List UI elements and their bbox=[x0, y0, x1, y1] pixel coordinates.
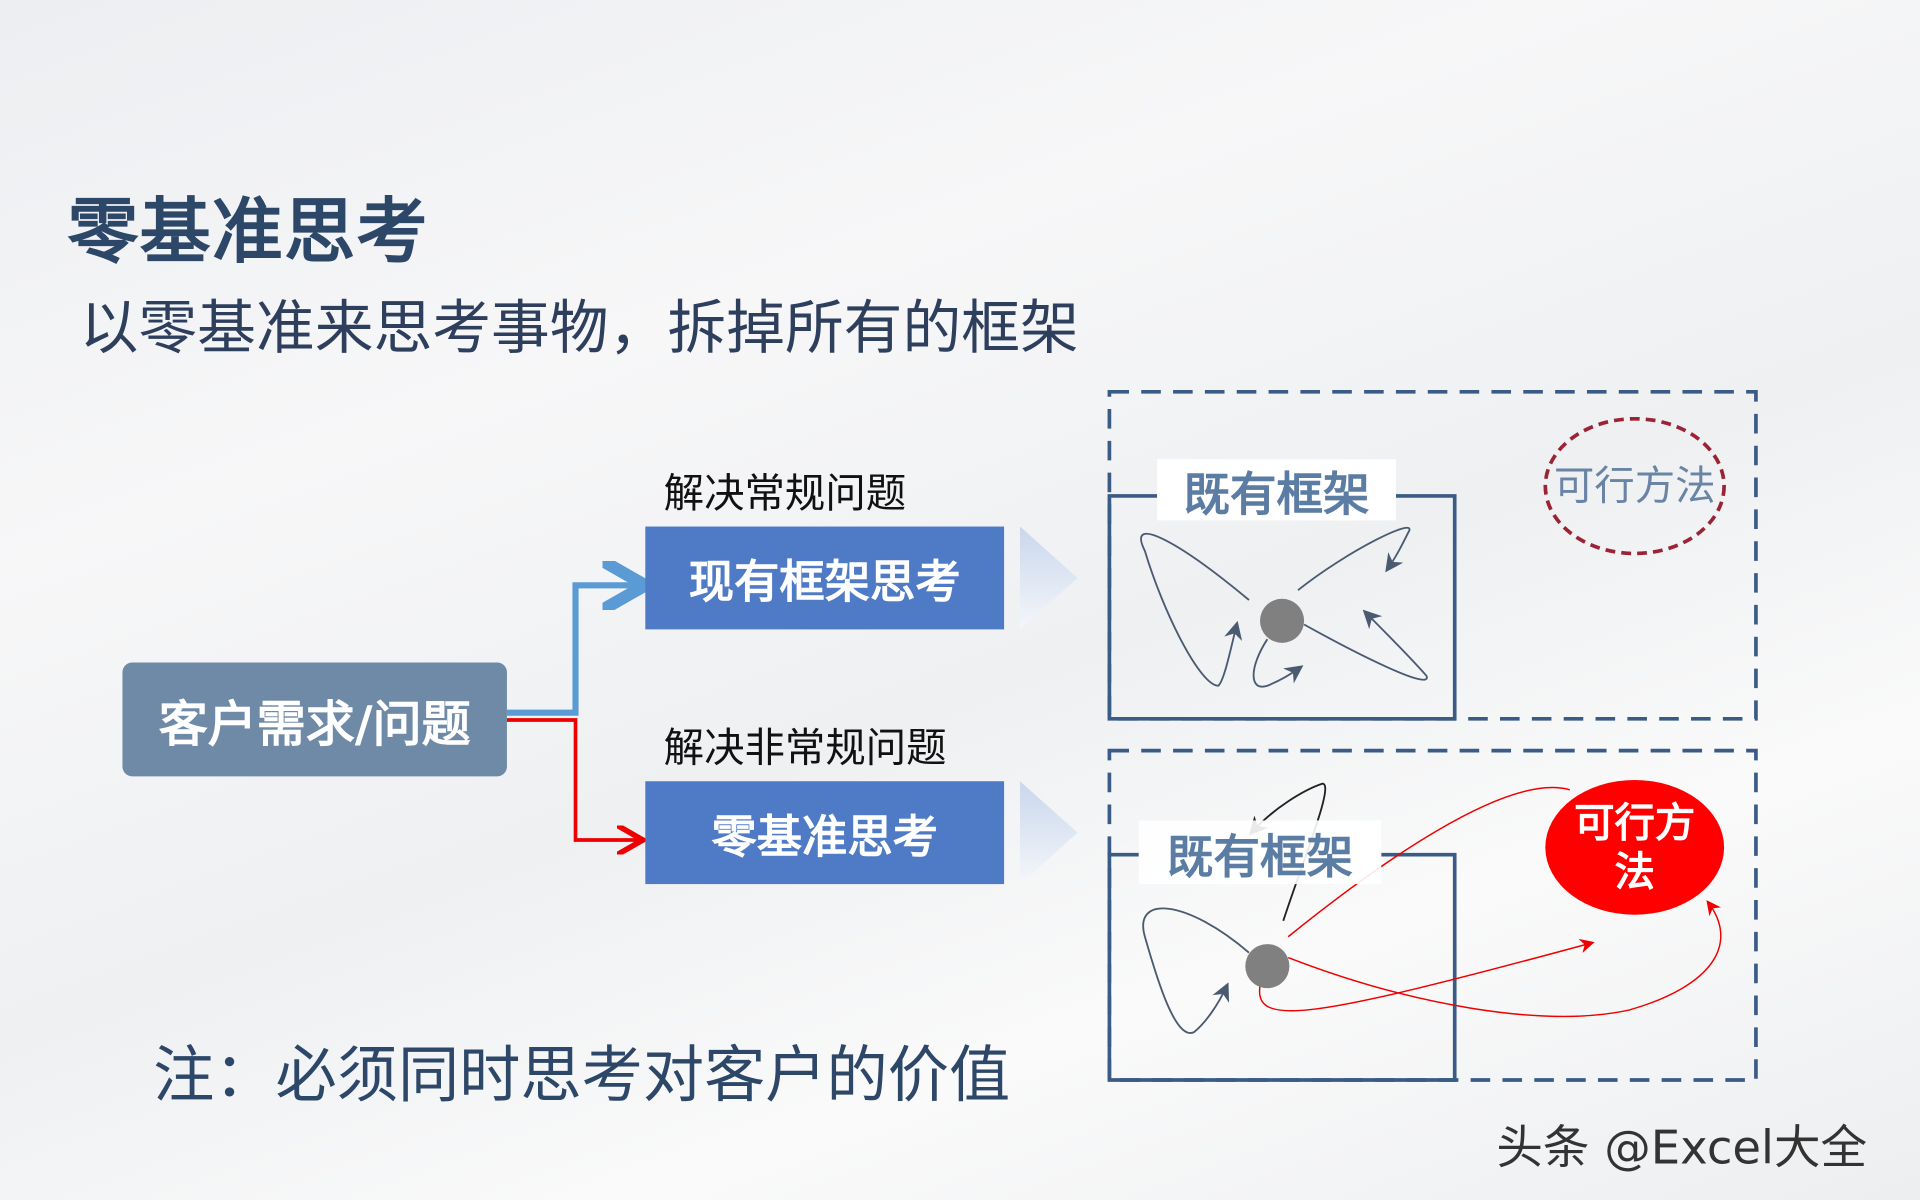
frame-label: 既有框架 bbox=[1138, 820, 1382, 885]
feasible-method-oval bbox=[1543, 416, 1726, 556]
method-box-existing-framework: 现有框架思考 bbox=[645, 526, 1005, 630]
client-need-box: 客户需求/问题 bbox=[122, 662, 507, 777]
slide-subtitle: 以零基准来思考事物，拆掉所有的框架 bbox=[79, 293, 1079, 363]
connector-zero-based bbox=[506, 718, 639, 840]
connector-standard bbox=[506, 585, 639, 716]
chevron-right-icon bbox=[1020, 526, 1078, 630]
current-position-dot bbox=[1260, 598, 1305, 643]
chevron-right-icon bbox=[1020, 781, 1078, 885]
existing-frame-box bbox=[1107, 494, 1457, 721]
feasible-method-oval-solid bbox=[1545, 780, 1725, 915]
watermark: 头条 @Excel大全 bbox=[1496, 1120, 1868, 1175]
method-box-zero-based: 零基准思考 bbox=[645, 781, 1005, 885]
route-caption-nonstandard: 解决非常规问题 bbox=[663, 723, 947, 772]
frame-label: 既有框架 bbox=[1157, 459, 1396, 521]
footnote: 注：必须同时思考对客户的价值 bbox=[153, 1039, 1011, 1111]
feasible-method-label: 可行方法 bbox=[1574, 798, 1696, 896]
existing-frame-box bbox=[1107, 852, 1457, 1082]
route-caption-standard: 解决常规问题 bbox=[663, 468, 907, 517]
feasible-method-label: 可行方法 bbox=[1553, 461, 1716, 510]
current-position-dot bbox=[1245, 944, 1290, 989]
slide-title: 零基准思考 bbox=[67, 189, 429, 274]
